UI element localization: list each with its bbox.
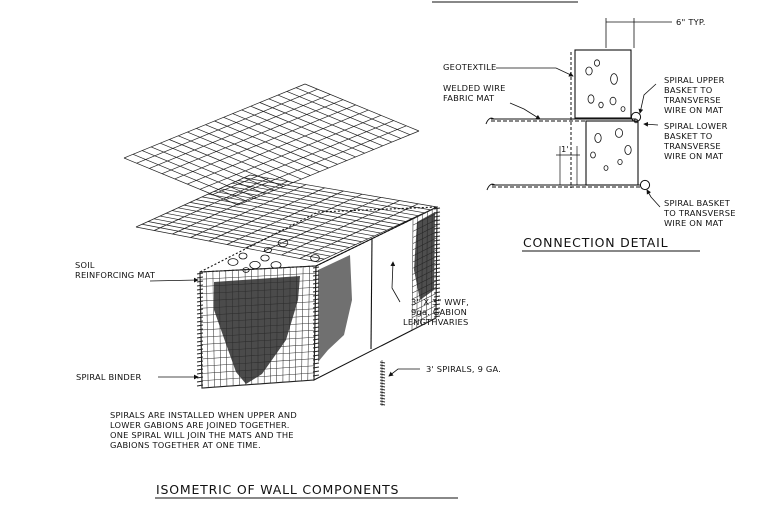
front-stone-fill bbox=[214, 276, 300, 384]
wwf-label-3: LENGTHVARIES bbox=[403, 317, 468, 327]
basket-label-2: TO TRANSVERSE bbox=[663, 208, 736, 218]
note-line-2: LOWER GABIONS ARE JOINED TOGETHER. bbox=[110, 420, 290, 430]
note-line-1: SPIRALS ARE INSTALLED WHEN UPPER AND bbox=[110, 410, 297, 420]
spiral-basket-symbol bbox=[639, 179, 651, 191]
upper-reinforcing-mat bbox=[123, 83, 420, 206]
lower-label-2: BASKET TO bbox=[664, 131, 713, 141]
wwf-label-2: 9ga. GABION bbox=[411, 307, 467, 317]
lower-label-3: TRANSVERSE bbox=[663, 141, 721, 151]
wwf-label-1: 3" X 3" WWF, bbox=[411, 297, 469, 307]
lower-label-4: WIRE ON MAT bbox=[664, 151, 724, 161]
isometric-wall: SOIL REINFORCING MAT 3" X 3" WWF, 9ga. G… bbox=[75, 83, 501, 499]
basket-stones bbox=[585, 59, 632, 171]
spiral-lower-symbol bbox=[633, 118, 639, 124]
side-stone-fill bbox=[318, 255, 352, 362]
lower-label-1: SPIRAL LOWER bbox=[664, 121, 728, 131]
upper-label-3: TRANSVERSE bbox=[663, 95, 721, 105]
note-line-3: ONE SPIRAL WILL JOIN THE MATS AND THE bbox=[110, 430, 294, 440]
connection-detail-title: CONNECTION DETAIL bbox=[523, 235, 668, 250]
upper-label-4: WIRE ON MAT bbox=[664, 105, 724, 115]
geotextile-label: GEOTEXTILE bbox=[443, 62, 496, 72]
soil-label-2: REINFORCING MAT bbox=[75, 270, 156, 280]
note-line-4: GABIONS TOGETHER AT ONE TIME. bbox=[110, 440, 261, 450]
basket-label-3: WIRE ON MAT bbox=[664, 218, 724, 228]
connection-detail: 6" TYP. bbox=[443, 17, 736, 252]
upper-basket bbox=[574, 49, 632, 119]
binder-label: SPIRAL BINDER bbox=[76, 372, 141, 382]
upper-label-2: BASKET TO bbox=[664, 85, 713, 95]
mat-label-2: FABRIC MAT bbox=[443, 93, 495, 103]
one-foot-label: 1' bbox=[561, 144, 569, 154]
basket-label-1: SPIRAL BASKET bbox=[664, 198, 731, 208]
spiral-binder-ticks bbox=[196, 207, 441, 387]
soil-label-1: SOIL bbox=[75, 260, 95, 270]
isometric-title: ISOMETRIC OF WALL COMPONENTS bbox=[156, 482, 399, 497]
upper-label-1: SPIRAL UPPER bbox=[664, 75, 725, 85]
spiral-sample bbox=[379, 360, 386, 406]
lower-reinforcing-mat bbox=[135, 174, 438, 263]
top-stones bbox=[227, 238, 320, 273]
spirals-label: 3' SPIRALS, 9 GA. bbox=[426, 364, 501, 374]
typ-label: 6" TYP. bbox=[676, 17, 706, 27]
mat-label-1: WELDED WIRE bbox=[443, 83, 506, 93]
spiral-upper-symbol bbox=[630, 111, 642, 123]
end-stone-fill bbox=[414, 212, 435, 300]
